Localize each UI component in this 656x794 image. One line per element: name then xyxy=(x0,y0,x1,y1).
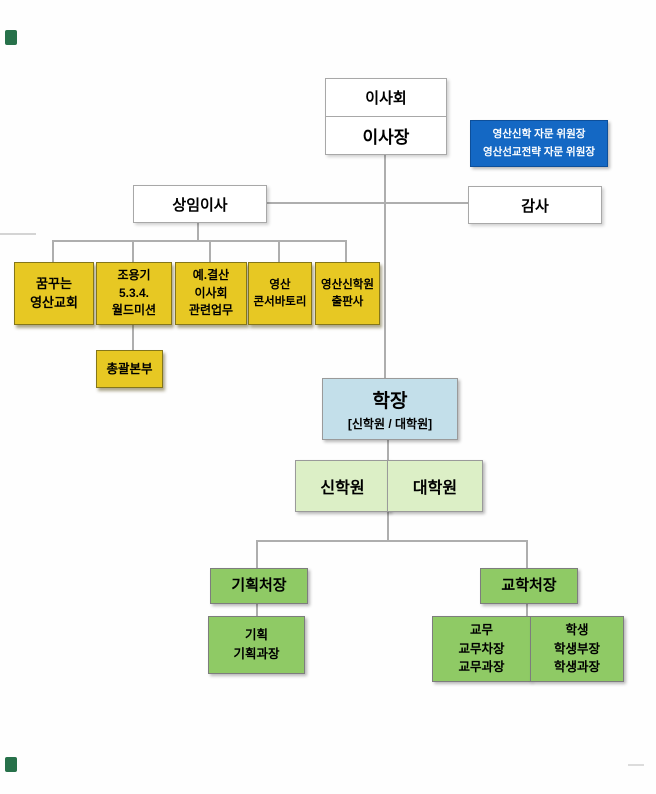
node-dream-church: 꿈꾸는 영산교회 xyxy=(14,262,94,325)
connector-dean-schools xyxy=(387,438,389,460)
node-planning-office-line2: 기획과장 xyxy=(233,647,280,661)
stray-mark-left xyxy=(0,233,36,235)
node-standing-director: 상임이사 xyxy=(133,185,267,223)
node-dean-subtitle: [신학원 / 대학원] xyxy=(347,417,433,431)
node-world-mission: 조용기 5.3.4. 월드미션 xyxy=(96,262,172,325)
connector-drop-press xyxy=(345,241,347,262)
node-student-affairs: 학생 학생부장 학생과장 xyxy=(530,616,624,682)
node-student-affairs-line3: 학생과장 xyxy=(553,660,600,675)
node-board: 이사회 xyxy=(365,90,407,107)
connector-schools-drop xyxy=(387,510,389,541)
node-conservatory: 영산 콘서바토리 xyxy=(248,262,312,325)
connector-drop-budget xyxy=(209,241,211,262)
node-student-affairs-line2: 학생부장 xyxy=(553,641,600,656)
node-headquarters-label: 총괄본부 xyxy=(106,361,153,376)
node-board-chairman: 이사회 이사장 xyxy=(325,78,447,155)
connector-standing-drop xyxy=(197,221,199,241)
connector-drop-conservatory xyxy=(278,241,280,262)
connector-world-mission-hq xyxy=(132,323,134,350)
node-academic-affairs-line1: 교무 xyxy=(469,622,493,637)
node-planning-director: 기획처장 xyxy=(210,568,308,604)
connector-yellow-rail xyxy=(52,240,347,242)
node-planning-director-label: 기획처장 xyxy=(231,576,287,594)
connector-drop-academic-director xyxy=(526,541,528,568)
node-press-line1: 영산신학원 xyxy=(321,278,374,291)
node-auditor: 감사 xyxy=(468,186,602,224)
node-seminary-label: 신학원 xyxy=(320,480,365,497)
node-academic-director: 교학처장 xyxy=(480,568,578,604)
node-world-mission-line3: 월드미션 xyxy=(111,303,157,318)
node-headquarters: 총괄본부 xyxy=(96,350,163,388)
connector-standing-auditor xyxy=(265,202,468,204)
node-advisory-line2: 영산선교전략 자문 위원장 xyxy=(482,145,596,158)
corner-mark-top-left xyxy=(5,30,17,45)
node-standing-director-label: 상임이사 xyxy=(172,196,228,214)
connector-drop-planning-director xyxy=(256,541,258,568)
node-auditor-label: 감사 xyxy=(521,197,549,215)
node-chairman: 이사장 xyxy=(326,116,446,154)
node-academic-director-label: 교학처장 xyxy=(501,576,557,594)
stray-mark-bottom-right xyxy=(628,764,644,766)
node-advisory-committee: 영산신학 자문 위원장 영산선교전략 자문 위원장 xyxy=(470,120,608,167)
node-conservatory-line1: 영산 xyxy=(269,278,291,291)
node-academic-affairs-line3: 교무과장 xyxy=(458,660,505,675)
node-budget-line2: 이사회 xyxy=(194,285,228,300)
node-academic-affairs-line2: 교무차장 xyxy=(458,641,505,656)
connector-planning-office xyxy=(256,602,258,616)
node-seminary: 신학원 xyxy=(295,460,390,512)
node-student-affairs-line1: 학생 xyxy=(565,622,589,637)
node-planning-office: 기획 기획과장 xyxy=(208,616,305,674)
connector-chairman-trunk xyxy=(384,152,386,378)
connector-drop-world-mission xyxy=(132,241,134,262)
node-budget-line3: 관련업무 xyxy=(188,303,234,318)
node-world-mission-line1: 조용기 xyxy=(117,268,151,283)
connector-branch-rail xyxy=(256,540,528,542)
node-budget-board-affairs: 예.결산 이사회 관련업무 xyxy=(175,262,247,325)
node-budget-line1: 예.결산 xyxy=(192,268,230,283)
node-advisory-line1: 영산신학 자문 위원장 xyxy=(492,127,586,140)
node-graduate-school: 대학원 xyxy=(387,460,483,512)
connector-academic-offices xyxy=(526,602,528,616)
node-dream-church-line1: 꿈꾸는 xyxy=(36,275,72,291)
node-world-mission-line2: 5.3.4. xyxy=(118,285,150,300)
node-academic-affairs: 교무 교무차장 교무과장 xyxy=(432,616,531,682)
node-conservatory-line2: 콘서바토리 xyxy=(253,295,307,308)
node-graduate-school-label: 대학원 xyxy=(412,480,458,497)
connector-drop-dream-church xyxy=(52,241,54,262)
corner-mark-bottom-left xyxy=(5,757,17,772)
node-dean-title: 학장 xyxy=(372,391,408,412)
node-planning-office-line1: 기획 xyxy=(244,628,268,643)
node-press-line2: 출판사 xyxy=(331,295,364,308)
node-dream-church-line2: 영산교회 xyxy=(30,294,78,310)
node-dean: 학장 [신학원 / 대학원] xyxy=(322,378,458,440)
node-press: 영산신학원 출판사 xyxy=(315,262,380,325)
